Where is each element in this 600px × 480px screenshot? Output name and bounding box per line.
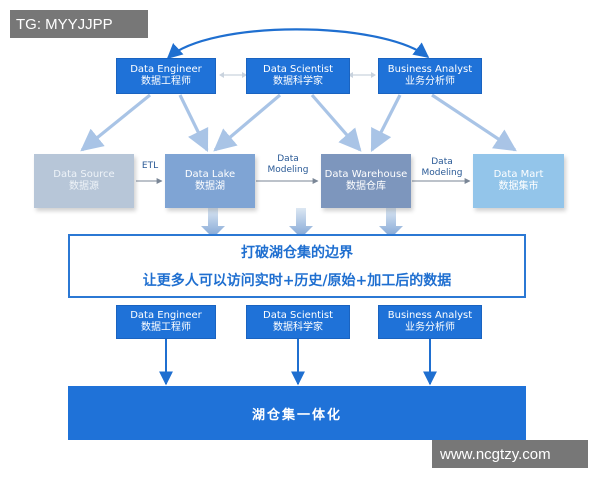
role-label-zh: 数据工程师 [141,76,191,87]
store-label-zh: 数据仓库 [346,181,386,192]
role-label-zh: 数据科学家 [273,76,323,87]
edge-label-line2: Modeling [267,164,309,175]
store-label-zh: 数据湖 [195,181,225,192]
role-label-en: Business Analyst [387,63,473,75]
role-label-en: Business Analyst [387,309,473,321]
role-business-analyst-top: Business Analyst 业务分析师 [378,58,482,94]
store-label-en: Data Mart [493,168,544,180]
role-data-scientist-bottom: Data Scientist 数据科学家 [246,305,350,339]
edge-label-line1: Data [431,157,453,167]
store-label-zh: 数据集市 [498,181,539,192]
role-label-zh: 数据工程师 [141,322,191,333]
store-data-mart: Data Mart 数据集市 [473,154,564,208]
arc-arrow [166,28,430,60]
role-link-heads [219,72,376,78]
role-label-zh: 业务分析师 [405,322,455,333]
watermark-bottom-right: www.ncgtzy.com [432,440,588,468]
role-label-zh: 业务分析师 [405,76,455,87]
store-to-banner-arrows [201,208,403,238]
edge-label-modeling-2: Data Modeling [412,157,472,179]
lakehouse-integration-bar: 湖仓集一体化 [68,386,526,440]
role-label-zh: 数据科学家 [273,322,323,333]
banner-title: 打破湖仓集的边界 [241,245,353,261]
edge-label-line2: Modeling [421,167,463,178]
banner-subtitle: 让更多人可以访问实时+历史/原始+加工后的数据 [142,273,452,289]
store-data-warehouse: Data Warehouse 数据仓库 [321,154,411,208]
store-label-zh: 数据源 [69,181,99,192]
store-label-en: Data Lake [184,168,236,180]
store-data-lake: Data Lake 数据湖 [165,154,255,208]
role-to-store-arrows [80,93,517,153]
store-data-source: Data Source 数据源 [34,154,134,208]
edge-label-line1: Data [277,154,299,164]
edge-label-modeling-1: Data Modeling [258,154,318,176]
role-label-en: Data Engineer [130,309,202,321]
watermark-top-left: TG: MYYJJPP [10,10,148,38]
role-data-engineer-top: Data Engineer 数据工程师 [116,58,216,94]
role-label-en: Data Scientist [263,309,333,321]
edge-label-etl: ETL [141,161,159,171]
boundary-banner: 打破湖仓集的边界 让更多人可以访问实时+历史/原始+加工后的数据 [68,234,526,298]
store-label-en: Data Warehouse [324,168,408,180]
role-label-en: Data Scientist [263,63,333,75]
store-label-en: Data Source [53,168,115,180]
role-label-en: Data Engineer [130,63,202,75]
role-to-bar-arrows [159,339,437,386]
role-business-analyst-bottom: Business Analyst 业务分析师 [378,305,482,339]
role-data-engineer-bottom: Data Engineer 数据工程师 [116,305,216,339]
role-data-scientist-top: Data Scientist 数据科学家 [246,58,350,94]
